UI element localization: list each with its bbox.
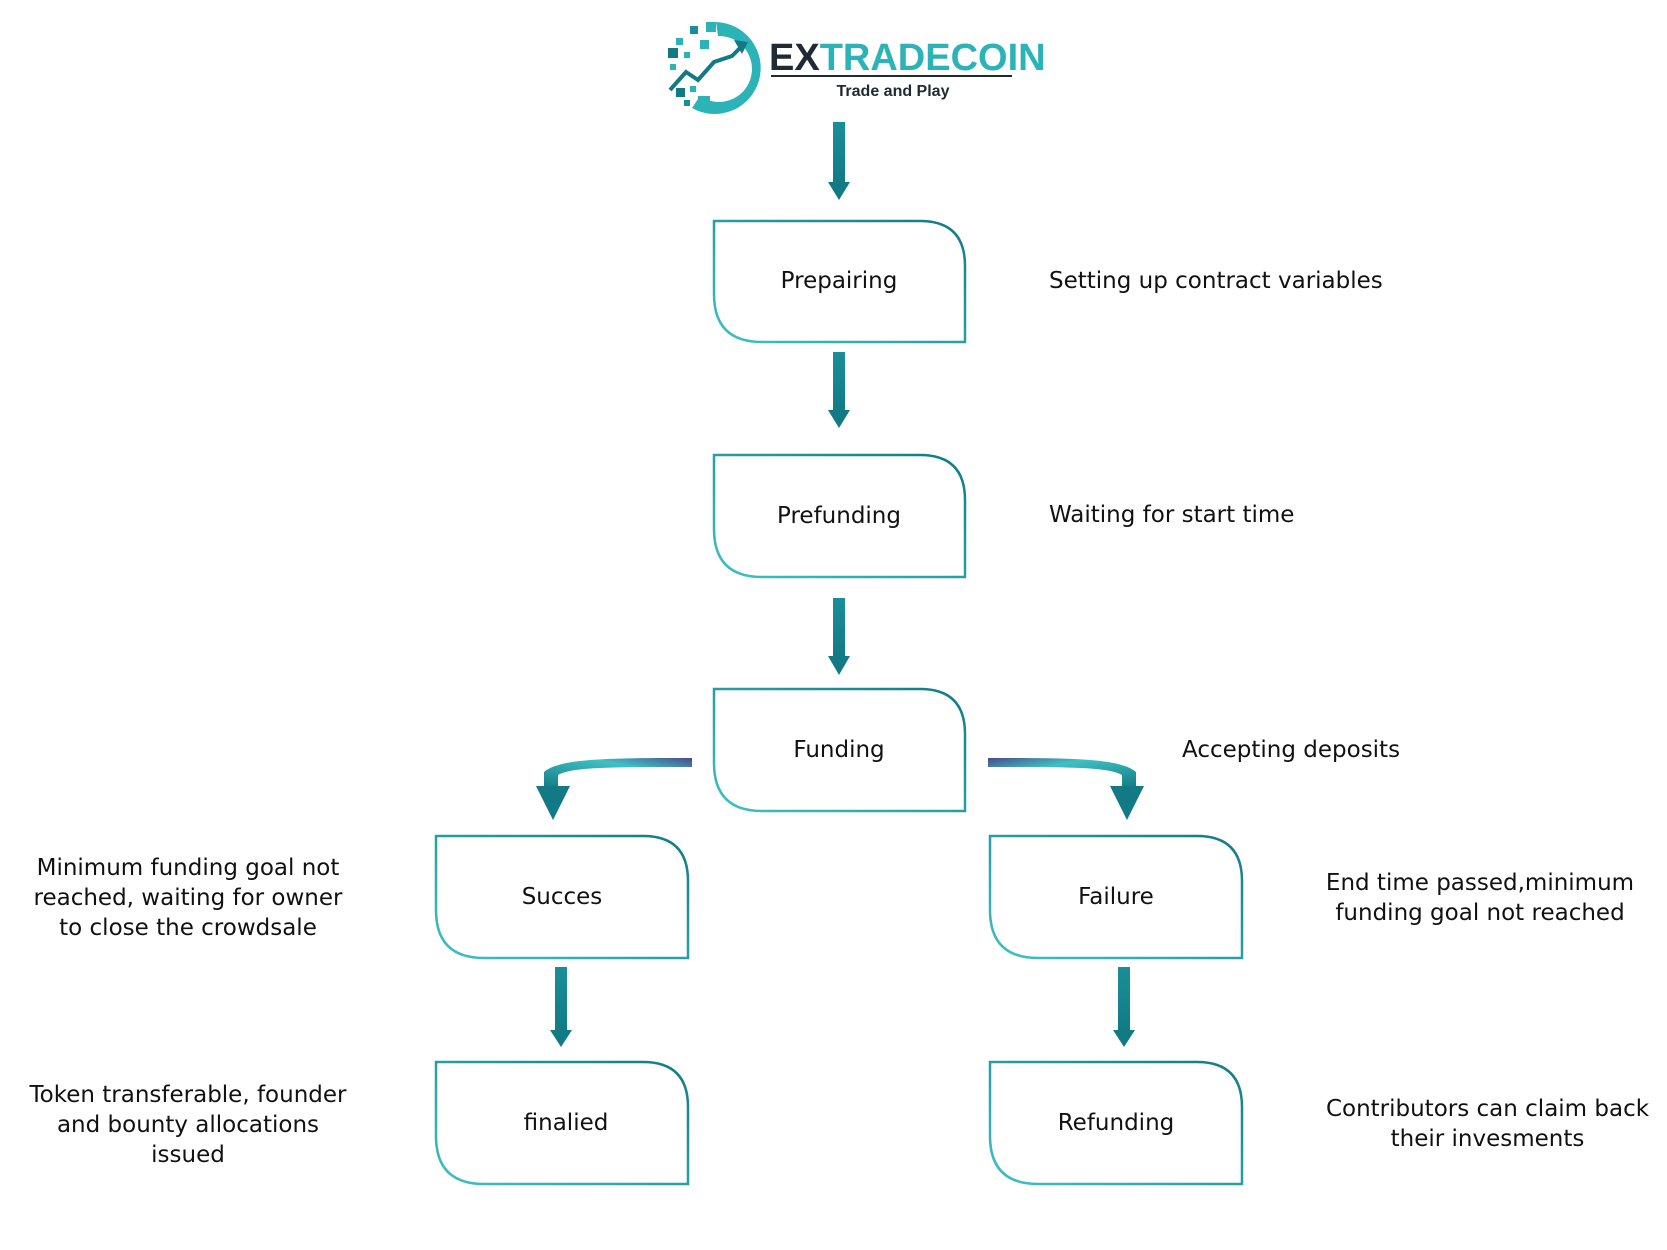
state-prefunding-label: Prefunding [777, 503, 901, 529]
note-refunding: Contributors can claim back their invesm… [1300, 1094, 1667, 1154]
state-prepairing: Prepairing [712, 219, 967, 344]
state-funding: Funding [712, 687, 967, 813]
note-success: Minimum funding goal not reached, waitin… [18, 853, 358, 943]
note-prepairing: Setting up contract variables [1049, 268, 1383, 294]
note-finalized-line: Token transferable, founder [29, 1082, 347, 1108]
note-prefunding: Waiting for start time [1049, 502, 1295, 528]
note-failure-line: funding goal not reached [1335, 900, 1625, 926]
note-finalized-line: and bounty allocations [56, 1112, 320, 1138]
state-refunding-label: Refunding [1058, 1110, 1175, 1136]
note-funding: Accepting deposits [1182, 737, 1401, 763]
arrow-prepairing-to-prefunding [828, 352, 850, 428]
note-finalized: Token transferable, founder and bounty a… [18, 1080, 358, 1170]
note-failure-line: End time passed,minimum [1325, 870, 1635, 896]
note-success-line: Minimum funding goal not [36, 855, 340, 881]
note-refunding-line: their invesments [1390, 1126, 1585, 1152]
svg-text:EXTRADECOIN: EXTRADECOIN [769, 37, 1046, 79]
arrow-failure-to-refunding [1113, 967, 1135, 1047]
arrow-success-to-finalized [550, 967, 572, 1047]
arrow-prefunding-to-funding [828, 598, 850, 675]
note-success-line: to close the crowdsale [59, 915, 317, 941]
state-success: Succes [434, 834, 690, 960]
logo-tagline: Trade and Play [837, 83, 950, 100]
logo-emblem-icon [668, 22, 761, 114]
state-prepairing-label: Prepairing [781, 268, 898, 294]
state-success-label: Succes [522, 884, 603, 910]
state-failure-label: Failure [1078, 884, 1154, 910]
note-success-line: reached, waiting for owner [33, 885, 343, 911]
state-prefunding: Prefunding [712, 453, 967, 579]
state-funding-label: Funding [793, 737, 884, 763]
logo-name-tradecoin: TRADECOIN [820, 37, 1046, 79]
state-failure: Failure [988, 834, 1244, 960]
extradecoin-logo: EXTRADECOIN Trade and Play [668, 22, 1046, 114]
state-finalized: finalied [434, 1060, 690, 1186]
curved-arrow-to-success [536, 758, 692, 820]
arrow-logo-to-prepairing [828, 122, 850, 200]
curved-arrow-to-failure [988, 758, 1144, 820]
note-finalized-line: issued [151, 1142, 225, 1168]
state-finalized-label: finalied [524, 1110, 609, 1136]
state-refunding: Refunding [988, 1060, 1244, 1186]
logo-name-ex: EX [769, 37, 820, 79]
note-failure: End time passed,minimum funding goal not… [1300, 868, 1660, 928]
note-refunding-line: Contributors can claim back [1325, 1096, 1650, 1122]
